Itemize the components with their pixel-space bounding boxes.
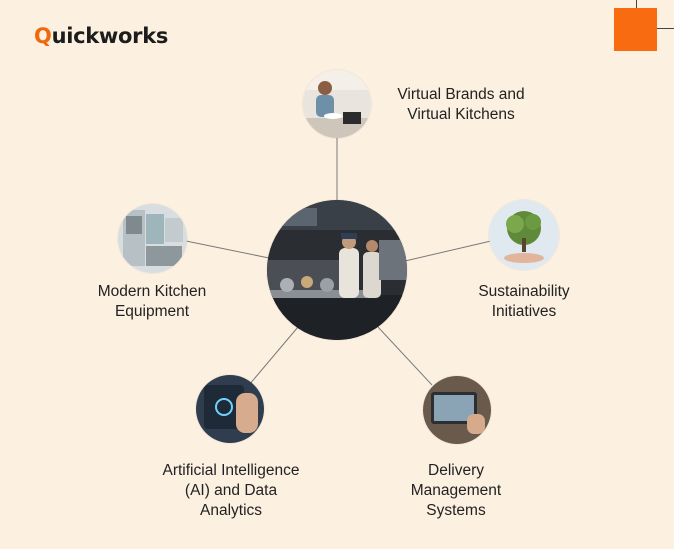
quickworks-logo: Quickworks	[34, 24, 168, 48]
connector-bottom-right	[377, 326, 433, 386]
node-label-kitchen-equipment: Modern Kitchen Equipment	[97, 283, 207, 320]
connector-left	[185, 240, 270, 259]
logo-q-letter: Q	[34, 24, 52, 48]
node-label-virtual-brands: Virtual Brands and Virtual Kitchens	[397, 86, 525, 123]
ai-analytics-image	[196, 375, 264, 443]
connector-bottom-left	[248, 326, 299, 386]
kitchen-equipment-image	[118, 204, 187, 273]
center-kitchen-image	[267, 200, 407, 340]
node-label-sustainability: Sustainability Initiatives	[478, 283, 570, 320]
logo-wordmark: uickworks	[51, 24, 169, 48]
corner-accent-square	[614, 8, 657, 51]
node-label-delivery-management: Delivery Management Systems	[410, 462, 502, 519]
virtual-brands-image	[303, 70, 371, 138]
sustainability-image	[489, 200, 559, 270]
delivery-management-image	[423, 376, 491, 444]
connector-right	[404, 240, 492, 262]
node-label-ai-analytics: Artificial Intelligence (AI) and Data An…	[162, 462, 300, 519]
